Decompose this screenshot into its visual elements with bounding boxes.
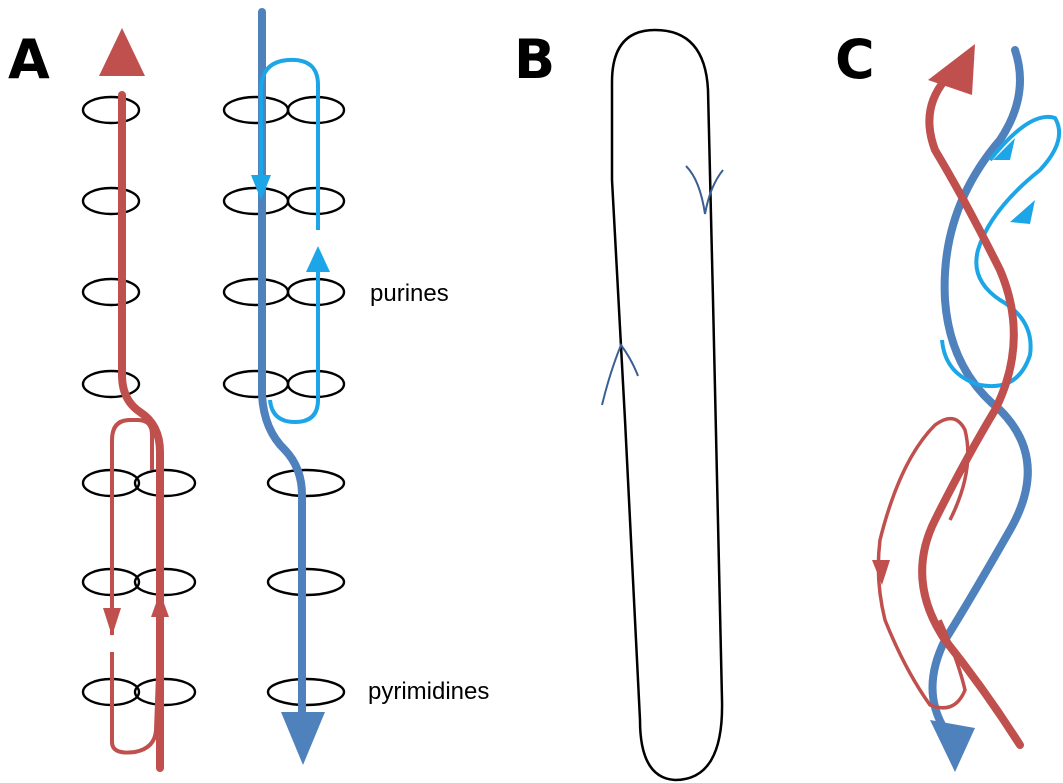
base-ellipse — [81, 186, 141, 216]
thin-blue-mark-down — [685, 165, 724, 215]
light-blue-arrowhead-down — [251, 175, 271, 200]
base-ellipse — [133, 677, 197, 707]
blue-helix-strand — [928, 46, 1032, 734]
red-helix-strand — [918, 76, 1024, 749]
thin-blue-mark-up — [601, 342, 639, 406]
panel-label-c: C — [835, 28, 875, 91]
light-blue-arrowhead-up — [306, 246, 330, 272]
light-blue-helix-arrow-2 — [1010, 200, 1035, 224]
base-ellipse — [266, 468, 346, 498]
base-ellipse — [222, 95, 290, 125]
panel-label-a: A — [8, 28, 50, 91]
base-ellipse — [81, 369, 141, 399]
loop-outline — [610, 28, 724, 782]
panel-label-b: B — [514, 28, 555, 91]
light-blue-helix-strand — [940, 114, 1061, 389]
red-helix-loop-arrow — [872, 560, 890, 585]
panel-c — [872, 44, 1061, 772]
base-ellipse — [133, 567, 197, 597]
red-loop-strand-lower — [110, 619, 162, 755]
red-loop-arrowhead — [103, 608, 121, 636]
red-loop-strand — [110, 418, 154, 635]
base-ellipse — [81, 277, 141, 307]
red-loop-arrowhead-up — [151, 592, 169, 617]
blue-strand — [258, 8, 306, 719]
base-ellipse — [81, 95, 141, 125]
light-blue-helix-arrow-1 — [993, 138, 1015, 160]
red-strand-arrowhead — [99, 28, 145, 76]
base-ellipses-right — [222, 95, 346, 707]
base-ellipses-left — [81, 95, 197, 707]
light-blue-strand-lower — [268, 270, 320, 425]
base-ellipse — [222, 277, 290, 307]
panel-a: purines pyrimidines — [81, 8, 489, 772]
blue-helix-arrowhead — [930, 720, 975, 772]
base-ellipse — [222, 186, 290, 216]
base-ellipse — [222, 369, 290, 399]
panel-b — [601, 28, 724, 782]
blue-strand-arrowhead — [281, 712, 325, 765]
red-helix-arrowhead — [928, 44, 975, 95]
label-pyrimidines: pyrimidines — [368, 678, 489, 705]
red-strand — [118, 91, 164, 772]
label-purines: purines — [370, 280, 449, 307]
light-blue-strand — [259, 57, 320, 230]
base-ellipse — [133, 468, 197, 498]
